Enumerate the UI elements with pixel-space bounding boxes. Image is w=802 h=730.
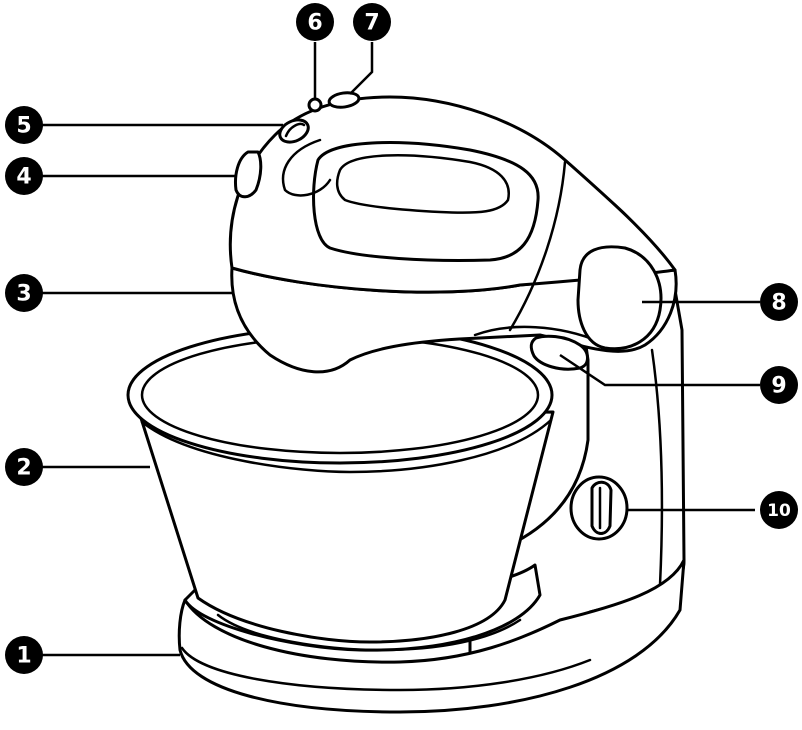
callout-badge-1: 1 [5,636,43,674]
svg-text:8: 8 [771,291,786,316]
callout-badge-9: 9 [760,366,798,404]
callout-leaders [42,42,760,657]
head-release-button [576,245,663,351]
callout-badge-10: 10 [760,491,798,529]
eject-button [278,118,310,144]
indicator-light [307,97,323,113]
leader-9 [559,353,760,387]
callout-badge-2: 2 [5,448,43,486]
callout-badge-6: 6 [296,3,334,41]
svg-text:5: 5 [16,114,31,139]
callout-badge-5: 5 [5,106,43,144]
svg-text:3: 3 [16,282,31,307]
leader-7 [349,42,374,95]
svg-text:4: 4 [16,165,31,190]
speed-button [234,150,263,199]
svg-text:9: 9 [771,374,786,399]
svg-text:2: 2 [16,456,31,481]
callout-badge-4: 4 [5,157,43,195]
callout-badge-3: 3 [5,274,43,312]
mixer-head [228,95,678,374]
callout-badge-8: 8 [760,283,798,321]
svg-text:7: 7 [364,11,379,36]
svg-text:6: 6 [307,11,322,36]
turbo-button [327,91,361,109]
callout-badges: 1 2 3 4 5 6 7 8 [5,3,798,674]
svg-text:10: 10 [767,501,791,521]
mixer-base [177,558,686,714]
speed-dial [569,475,629,541]
callout-badge-7: 7 [353,3,391,41]
svg-text:1: 1 [16,644,31,669]
